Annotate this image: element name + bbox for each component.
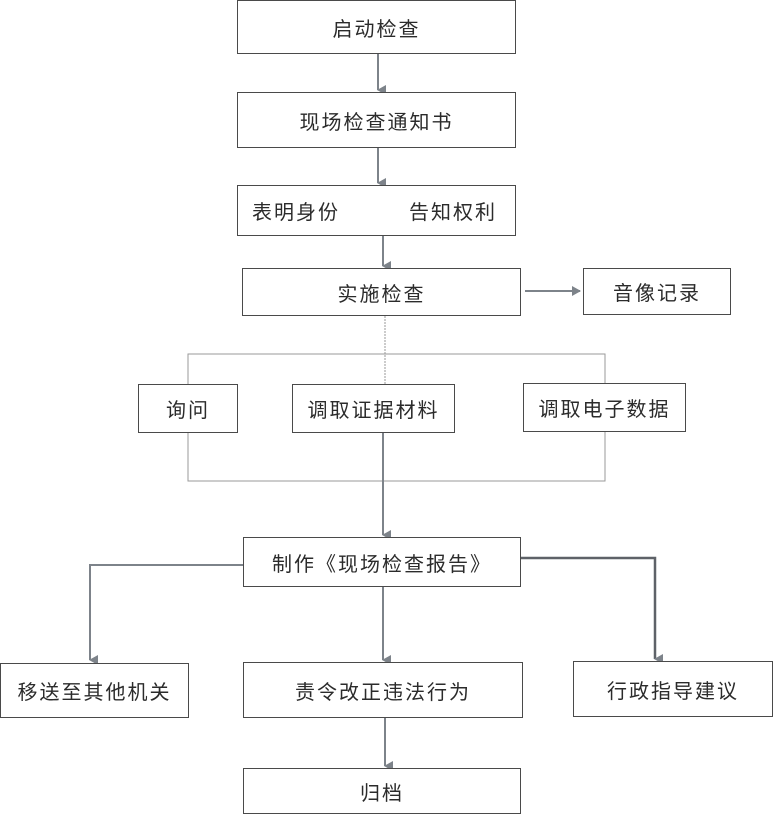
bracket-bottom	[187, 432, 606, 482]
node-identify-label: 表明身份	[252, 200, 340, 224]
node-report-label: 制作《现场检查报告》	[272, 551, 492, 576]
node-notice: 现场检查通知书	[237, 92, 516, 148]
node-e-data-label: 调取电子数据	[538, 397, 671, 421]
node-inspect: 实施检查	[242, 268, 521, 316]
arrow-report-to-guidance	[521, 556, 663, 664]
node-start-label: 启动检查	[332, 16, 421, 41]
node-guidance: 行政指导建议	[573, 661, 773, 717]
node-av-record: 音像记录	[583, 268, 731, 315]
node-inform-label: 告知权利	[409, 200, 497, 224]
node-correct: 责令改正违法行为	[243, 662, 523, 718]
node-archive-label: 归档	[360, 780, 404, 805]
arrow-report-to-transfer	[89, 564, 243, 665]
node-guidance-label: 行政指导建议	[607, 678, 739, 703]
node-inspect-label: 实施检查	[337, 281, 426, 306]
node-transfer-label: 移送至其他机关	[17, 680, 172, 704]
bracket-top	[187, 353, 606, 384]
node-start: 启动检查	[237, 0, 516, 54]
node-evidence-label: 调取证据材料	[307, 398, 440, 422]
node-report: 制作《现场检查报告》	[243, 537, 521, 587]
node-correct-label: 责令改正违法行为	[295, 679, 471, 704]
node-notice-label: 现场检查通知书	[299, 109, 454, 134]
node-inquiry-label: 询问	[166, 398, 210, 422]
node-archive: 归档	[243, 768, 521, 814]
node-identify-inform: 表明身份 告知权利	[237, 185, 516, 236]
node-evidence: 调取证据材料	[292, 384, 455, 433]
node-inquiry: 询问	[138, 384, 238, 433]
node-transfer: 移送至其他机关	[0, 663, 189, 718]
node-av-record-label: 音像记录	[613, 281, 701, 305]
node-e-data: 调取电子数据	[523, 383, 686, 432]
